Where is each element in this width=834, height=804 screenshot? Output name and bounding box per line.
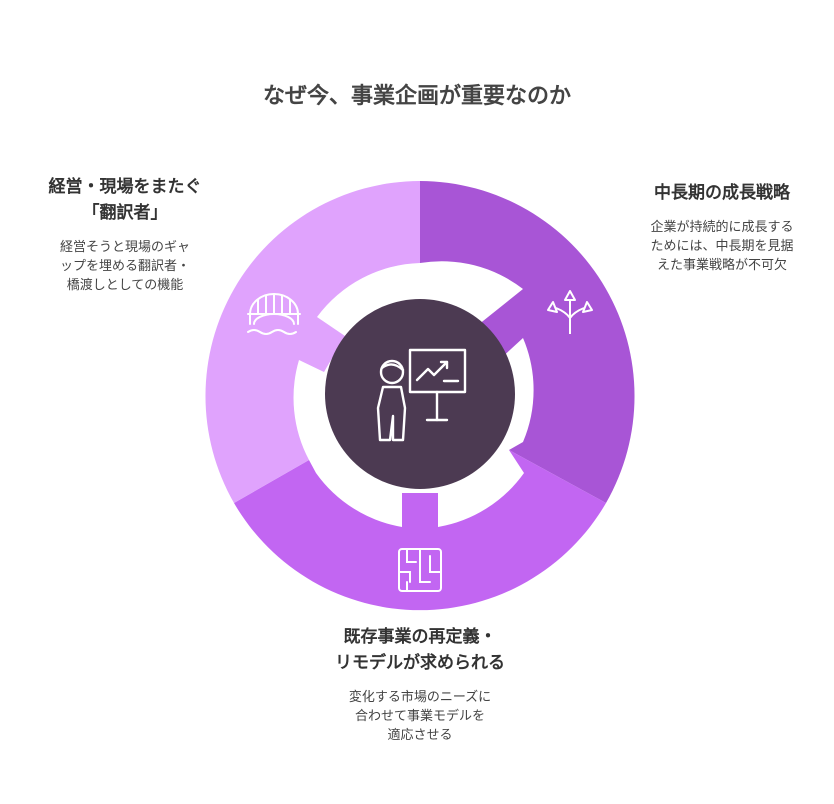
- bridge-icon: [247, 293, 301, 335]
- callout-translator-heading: 経営・現場をまたぐ 「翻訳者」: [48, 177, 202, 223]
- maze-icon: [398, 548, 442, 592]
- callout-remodel-heading: 既存事業の再定義・ リモデルが求められる: [335, 627, 505, 673]
- callout-remodel: 既存事業の再定義・ リモデルが求められる 変化する市場のニーズに 合わせて事業モ…: [290, 624, 550, 745]
- callout-translator-body: 経営そうと現場のギャ ップを埋める翻訳者・ 橋渡しとしての機能: [59, 240, 190, 293]
- callout-strategy-heading: 中長期の成長戦略: [654, 183, 790, 203]
- diverging-arrows-icon: [547, 290, 593, 334]
- callout-translator: 経営・現場をまたぐ 「翻訳者」 経営そうと現場のギャ ップを埋める翻訳者・ 橋渡…: [20, 174, 230, 295]
- segment-remodel: [234, 450, 606, 611]
- callout-remodel-body: 変化する市場のニーズに 合わせて事業モデルを 適応させる: [348, 690, 492, 743]
- diagram-title: なぜ今、事業企画が重要なのか: [262, 84, 571, 109]
- center-circle: [325, 299, 515, 489]
- segment-strategy: [420, 181, 635, 503]
- segment-translator: [205, 181, 420, 503]
- callout-strategy-body: 企業が持続的に成長する ためには、中長期を見据 えた事業戦略が不可欠: [650, 220, 794, 273]
- callout-strategy: 中長期の成長戦略 企業が持続的に成長する ためには、中長期を見据 えた事業戦略が…: [622, 180, 822, 275]
- presenter-chart-icon: [376, 348, 467, 442]
